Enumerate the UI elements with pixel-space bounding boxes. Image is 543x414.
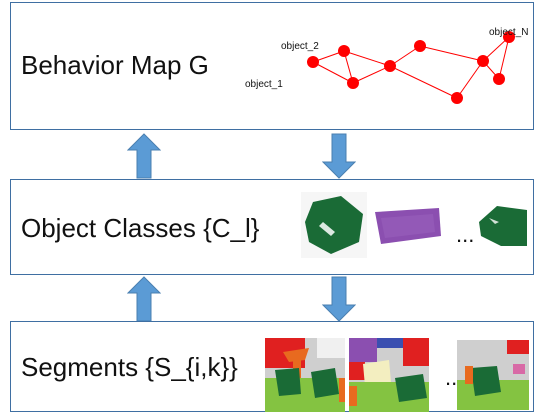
down-arrow-map-to-classes (322, 133, 356, 179)
segments-box: Segments {S_{i,k}} ... (10, 321, 534, 412)
behavior-map-graph: object_1 object_2 object_N (245, 27, 528, 104)
segments-title: Segments {S_{i,k}} (21, 352, 238, 382)
up-arrow-classes-to-map (127, 133, 161, 179)
graph-node (451, 92, 463, 104)
graph-nodes (307, 31, 515, 104)
graph-node (338, 45, 350, 57)
graph-node (493, 73, 505, 85)
graph-node (477, 55, 489, 67)
graph-node (347, 77, 359, 89)
segment-image (349, 338, 429, 412)
classes-ellipsis: ... (456, 222, 475, 247)
graph-node (414, 40, 426, 52)
node-label-object-n: object_N (489, 27, 528, 38)
segment-image (265, 338, 345, 412)
class-thumbnail (375, 208, 441, 244)
graph-node (503, 31, 515, 43)
behavior-map-title: Behavior Map G (21, 50, 209, 80)
object-classes-title: Object Classes {C_l} (21, 213, 260, 243)
node-label-object-2: object_2 (281, 41, 319, 52)
object-classes-box: Object Classes {C_l} ... (10, 179, 534, 275)
behavior-map-box: Behavior Map G object_1 (10, 2, 534, 130)
class-thumbnail (301, 192, 367, 258)
segment-image (457, 340, 529, 410)
graph-node (307, 56, 319, 68)
class-thumbnail (479, 206, 527, 246)
up-arrow-segments-to-classes (127, 276, 161, 322)
node-label-object-1: object_1 (245, 79, 283, 90)
down-arrow-classes-to-segments (322, 276, 356, 322)
graph-node (384, 60, 396, 72)
